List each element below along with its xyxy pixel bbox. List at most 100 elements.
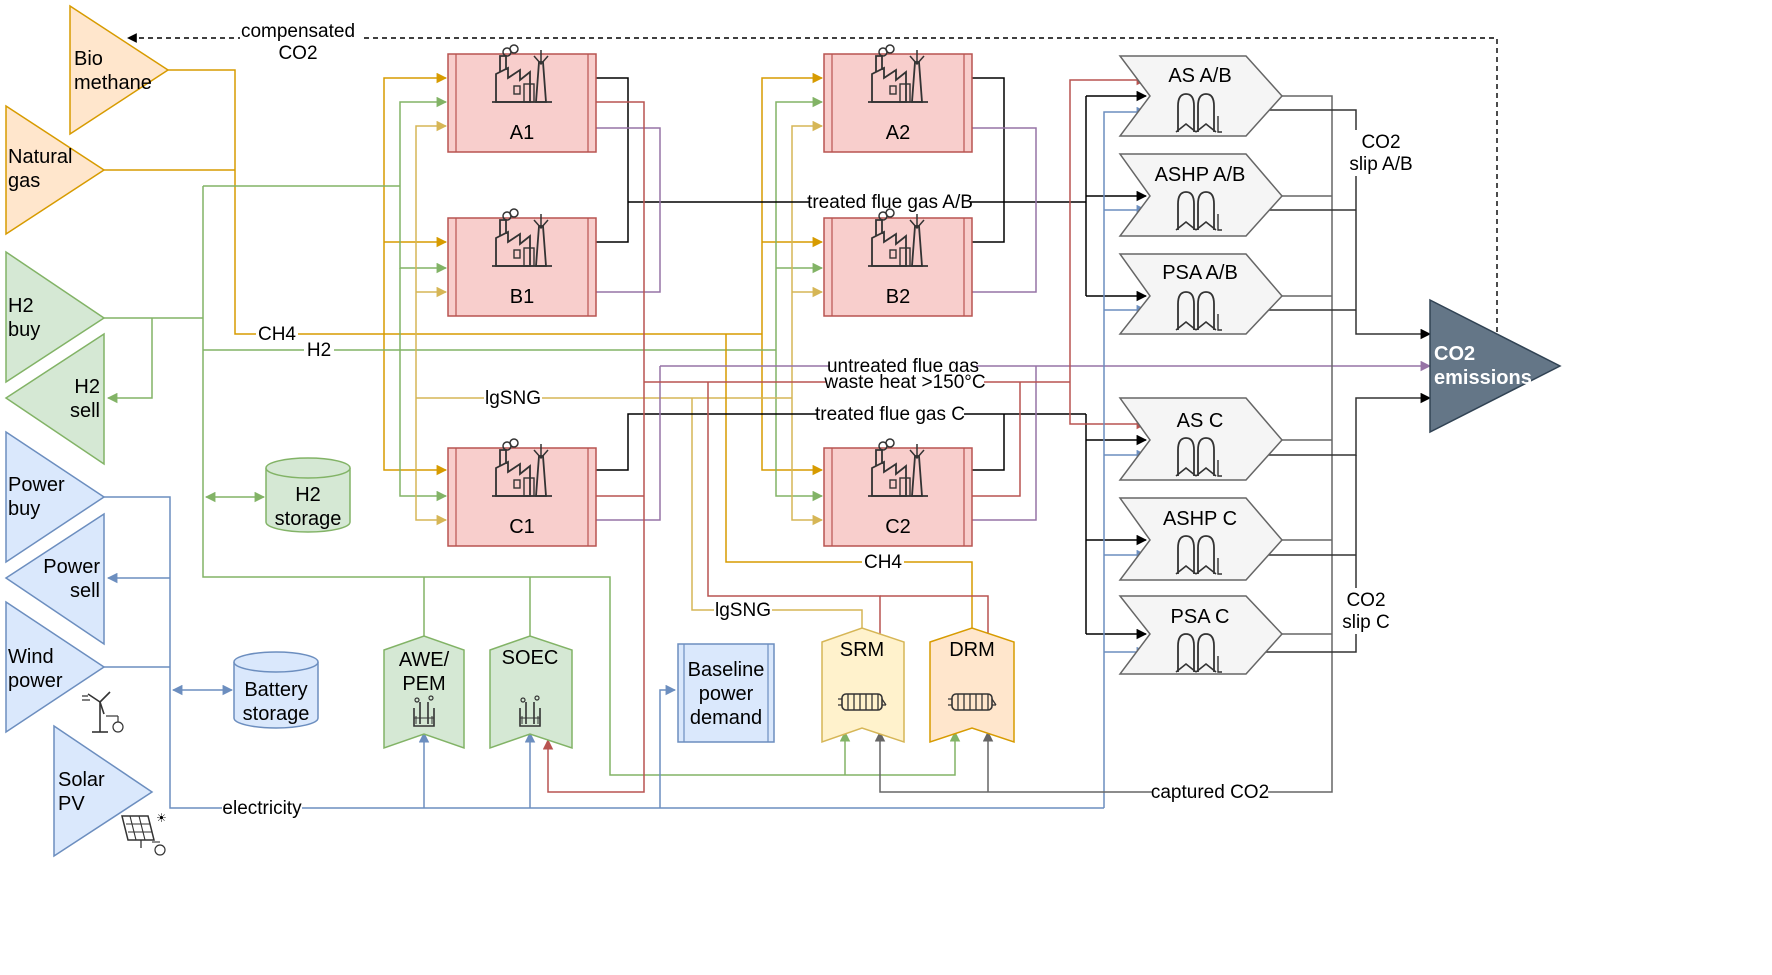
psa-ab-label: PSA A/B bbox=[1162, 262, 1238, 284]
compensated-co2-line bbox=[127, 33, 1498, 332]
h2-main-label: H2 bbox=[307, 340, 331, 361]
plant-c1: C1 bbox=[447, 438, 597, 547]
drm-label: DRM bbox=[949, 639, 995, 661]
h2-sell-label-2: sell bbox=[70, 400, 100, 422]
solar-pv-label-2: PV bbox=[58, 793, 85, 815]
srm-label: SRM bbox=[840, 639, 884, 661]
untreated-flue-gas-label: untreated flue gas bbox=[827, 356, 979, 377]
capture-ashp-ab: ASHP A/B bbox=[1118, 153, 1283, 237]
capture-psa-ab: PSA A/B bbox=[1118, 253, 1284, 335]
waste-heat-label: waste heat >150°C bbox=[823, 372, 985, 393]
lgsng-main-label: lgSNG bbox=[485, 388, 541, 409]
power-buy-label-1: Power bbox=[8, 474, 65, 496]
source-solar-pv: Solar PV ☀ bbox=[53, 724, 167, 858]
source-natural-gas: Natural gas bbox=[5, 104, 106, 236]
wind-power-label-1: Wind bbox=[8, 646, 54, 668]
plant-c2: C2 bbox=[823, 438, 973, 547]
natural-gas-label-2: gas bbox=[8, 170, 40, 192]
ch4-lower-line bbox=[725, 334, 973, 640]
h2-main-line bbox=[202, 186, 961, 776]
plant-b1: B1 bbox=[447, 208, 597, 317]
biomethane-label-1: Bio bbox=[74, 48, 103, 70]
as-c-label: AS C bbox=[1177, 410, 1224, 432]
capture-ashp-c: ASHP C bbox=[1118, 497, 1283, 581]
ch4-lower-label: CH4 bbox=[864, 552, 902, 573]
flow-lines bbox=[104, 33, 1498, 809]
awe-label-2: PEM bbox=[402, 673, 445, 695]
reformer-srm: SRM bbox=[821, 627, 905, 744]
h2-sell-label-1: H2 bbox=[74, 376, 100, 398]
h2-storage: H2 storage bbox=[265, 457, 351, 533]
h2-buy-label-2: buy bbox=[8, 319, 40, 341]
plant-b1-label: B1 bbox=[510, 286, 534, 308]
as-ab-label: AS A/B bbox=[1168, 65, 1231, 87]
battery-storage-label-1: Battery bbox=[244, 679, 307, 701]
psa-c-label: PSA C bbox=[1171, 606, 1230, 628]
lgsng-lower-line bbox=[691, 398, 863, 640]
co2-slip-c-label-2: slip C bbox=[1342, 612, 1390, 633]
ashp-c-label: ASHP C bbox=[1163, 508, 1237, 530]
plant-b2-label: B2 bbox=[886, 286, 910, 308]
plant-a1: A1 bbox=[447, 44, 597, 153]
co2-emissions-label-1: CO2 bbox=[1434, 343, 1475, 365]
battery-storage: Battery storage bbox=[233, 651, 319, 729]
plant-c2-label: C2 bbox=[885, 516, 911, 538]
power-buy-label-2: buy bbox=[8, 498, 40, 520]
capture-as-ab: AS A/B bbox=[1118, 55, 1284, 137]
wind-turbine-icon bbox=[82, 691, 124, 733]
co2-slip-ab-label-1: CO2 bbox=[1361, 132, 1400, 153]
wind-power-label-2: power bbox=[8, 670, 63, 692]
source-h2-buy: H2 buy bbox=[5, 250, 106, 384]
capture-as-c: AS C bbox=[1118, 397, 1283, 481]
treated-flue-gas-ab-label: treated flue gas A/B bbox=[807, 192, 973, 213]
sink-power-sell: Power sell bbox=[4, 512, 105, 646]
baseline-label-3: demand bbox=[690, 707, 762, 729]
biomethane-label-2: methane bbox=[74, 72, 152, 94]
battery-storage-label-2: storage bbox=[243, 703, 310, 725]
captured-co2-line bbox=[874, 95, 1333, 793]
power-buy-line bbox=[104, 496, 1104, 809]
plant-a2-label: A2 bbox=[886, 122, 910, 144]
source-power-buy: Power buy bbox=[5, 430, 106, 564]
solar-pv-label-1: Solar bbox=[58, 769, 105, 791]
ashp-ab-label: ASHP A/B bbox=[1155, 164, 1246, 186]
captured-co2-label: captured CO2 bbox=[1151, 782, 1269, 803]
awe-label-1: AWE/ bbox=[399, 649, 450, 671]
svg-text:☀: ☀ bbox=[156, 811, 167, 825]
h2-buy-label-1: H2 bbox=[8, 295, 34, 317]
baseline-power-demand: Baseline power demand bbox=[677, 643, 775, 743]
electrolyser-awe-pem: AWE/ PEM bbox=[383, 635, 465, 750]
sink-h2-sell: H2 sell bbox=[4, 332, 105, 466]
power-sell-label-1: Power bbox=[43, 556, 100, 578]
biomethane-line bbox=[168, 69, 762, 335]
h2-storage-label-1: H2 bbox=[295, 484, 321, 506]
natural-gas-label-1: Natural bbox=[8, 146, 72, 168]
h2-storage-label-2: storage bbox=[275, 508, 342, 530]
electrolyser-soec: SOEC bbox=[489, 635, 573, 750]
lgsng-lower-label: lgSNG bbox=[715, 600, 771, 621]
power-sell-label-2: sell bbox=[70, 580, 100, 602]
electricity-label: electricity bbox=[222, 798, 302, 819]
baseline-label-2: power bbox=[699, 683, 754, 705]
compensated-co2-label-1: compensated bbox=[241, 21, 355, 42]
flow-labels: compensated CO2 treated flue gas A/B tre… bbox=[222, 20, 1416, 819]
co2-slip-ab-label-2: slip A/B bbox=[1349, 154, 1412, 175]
ch4-main-label: CH4 bbox=[258, 324, 296, 345]
baseline-label-1: Baseline bbox=[688, 659, 765, 681]
source-wind-power: Wind power bbox=[5, 600, 124, 734]
h2-sell-line bbox=[106, 318, 153, 404]
reformer-drm: DRM bbox=[929, 627, 1015, 744]
plant-c1-label: C1 bbox=[509, 516, 535, 538]
ch4-bus-left bbox=[383, 72, 448, 334]
plant-a2: A2 bbox=[823, 44, 973, 153]
plant-a1-label: A1 bbox=[510, 122, 534, 144]
compensated-co2-label-2: CO2 bbox=[278, 43, 317, 64]
treated-flue-gas-c-label: treated flue gas C bbox=[815, 404, 965, 425]
solar-panel-icon: ☀ bbox=[121, 811, 167, 856]
co2-emissions-label-2: emissions bbox=[1434, 367, 1532, 389]
ch4-bus-right bbox=[761, 72, 824, 334]
plant-b2: B2 bbox=[823, 208, 973, 317]
co2-slip-c-label-1: CO2 bbox=[1346, 590, 1385, 611]
co2-emissions-sink: CO2 emissions bbox=[1429, 298, 1562, 434]
